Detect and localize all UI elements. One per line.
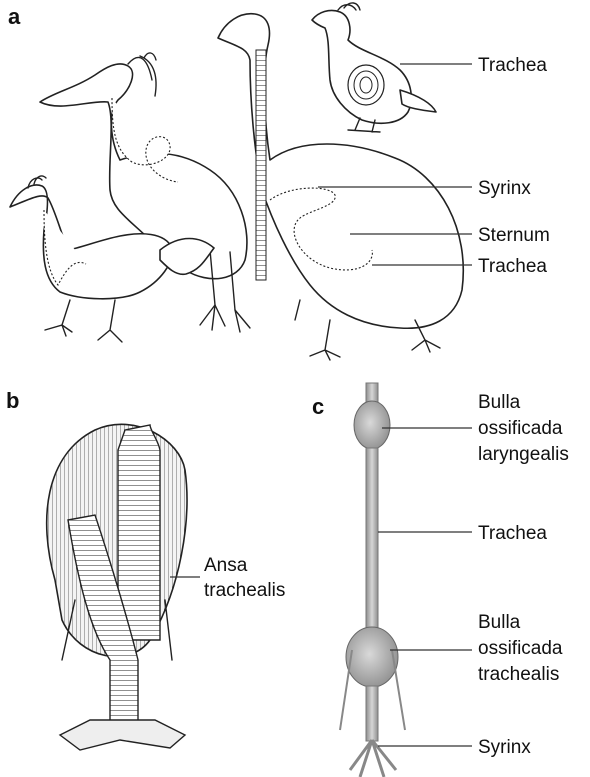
label-bulla-2: Bulla xyxy=(478,612,521,633)
label-trachea-bottom: Trachea xyxy=(478,256,547,277)
label-syrinx-c: Syrinx xyxy=(478,737,531,758)
label-trachea-c: Trachea xyxy=(478,523,547,544)
panel-b: b Ansa trachealis xyxy=(6,388,285,750)
panel-a: a xyxy=(8,3,550,360)
panel-letter-b: b xyxy=(6,388,19,413)
label-trachea-top: Trachea xyxy=(478,55,547,76)
panel-c: c Bulla ossificada laryngealis Trachea B… xyxy=(312,383,569,777)
label-syrinx: Syrinx xyxy=(478,178,531,199)
label-trachealis: trachealis xyxy=(204,580,285,601)
panel-letter-c: c xyxy=(312,394,324,419)
label-bulla-1: Bulla xyxy=(478,392,521,413)
label-trachealis-c: trachealis xyxy=(478,664,559,685)
crested-bird-illustration xyxy=(312,3,436,132)
ansa-trachealis-illustration xyxy=(47,424,187,750)
label-laryngealis: laryngealis xyxy=(478,444,569,465)
panel-letter-a: a xyxy=(8,4,21,29)
label-ossificada-1: ossificada xyxy=(478,418,563,439)
label-sternum: Sternum xyxy=(478,225,550,246)
label-ossificada-2: ossificada xyxy=(478,638,563,659)
label-ansa: Ansa xyxy=(204,555,248,576)
trachea-with-bullae-illustration xyxy=(340,383,405,777)
